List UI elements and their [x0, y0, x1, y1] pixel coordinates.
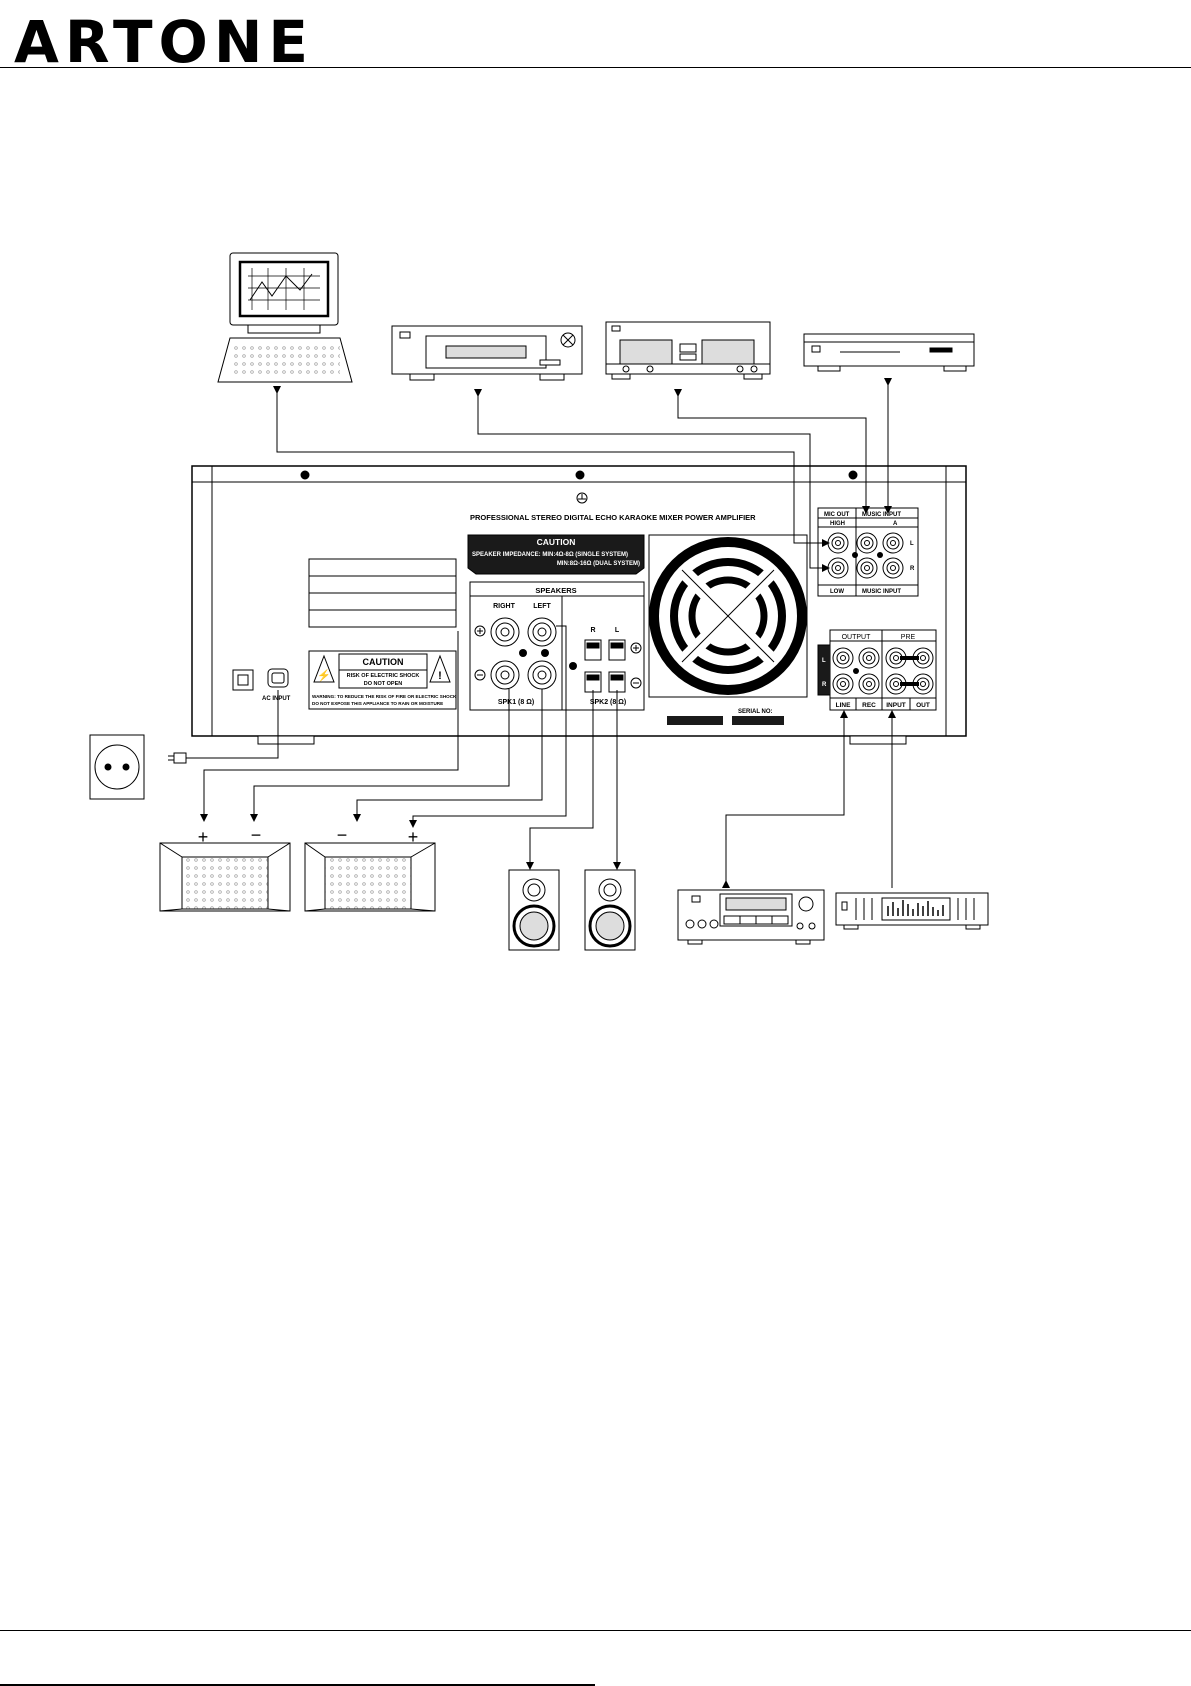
ac-input-label: AC INPUT	[262, 696, 291, 702]
left-speaker-minus: −	[251, 825, 262, 845]
caution-heading: CAUTION	[537, 537, 576, 547]
music-input-bottom-label: MUSIC INPUT	[862, 589, 901, 595]
line-label: LINE	[836, 702, 851, 709]
pre-input-r-jack[interactable]	[885, 673, 907, 695]
cooling-fan-grille	[648, 534, 808, 698]
mic-out-high-jack[interactable]	[827, 532, 849, 554]
power-plug-icon	[168, 752, 187, 764]
spk2-l-label: L	[615, 627, 620, 634]
spk1-right-minus-terminal[interactable]	[490, 660, 520, 690]
spk1-label: SPK1 (8 Ω)	[498, 699, 534, 706]
high-label: HIGH	[830, 521, 845, 527]
shock-caution-title: CAUTION	[363, 657, 404, 667]
right-speaker-plus: +	[408, 827, 419, 847]
spk2-r-plus-clip[interactable]	[584, 639, 602, 661]
ac-input-socket[interactable]	[267, 668, 289, 688]
artone-logo-text: ARTONE	[14, 10, 314, 70]
output-label: OUTPUT	[842, 634, 872, 641]
small-speaker-left	[584, 869, 636, 951]
spk2-l-minus-clip[interactable]	[608, 671, 626, 693]
computer-icon	[217, 252, 353, 383]
warning-line-2: DO NOT EXPOSE THIS APPLIANCE TO RAIN OR …	[312, 701, 443, 706]
output-pre-panel	[817, 629, 937, 711]
connection-lines	[186, 378, 896, 888]
rec-out-r-jack[interactable]	[858, 673, 880, 695]
mic-out-label: MIC OUT	[824, 512, 850, 518]
pre-label: PRE	[901, 634, 916, 641]
dvd-player-icon	[803, 333, 975, 372]
spk2-r-minus-clip[interactable]	[584, 671, 602, 693]
tape-deck-icon	[605, 321, 771, 380]
shock-line-1: RISK OF ELECTRIC SHOCK	[347, 673, 420, 679]
left-speaker-cabinet	[159, 842, 291, 912]
spk2-l-plus-clip[interactable]	[608, 639, 626, 661]
speakers-label: SPEAKERS	[535, 586, 576, 595]
right-label: RIGHT	[493, 603, 516, 610]
left-label: LEFT	[533, 603, 551, 610]
jack-l-label: L	[910, 541, 914, 547]
model-plate	[667, 716, 723, 725]
spk1-dot	[541, 649, 549, 657]
line-out-r-jack[interactable]	[832, 673, 854, 695]
recorder-icon	[677, 889, 825, 945]
mic-out-low-jack[interactable]	[827, 557, 849, 579]
left-speaker-plus: +	[198, 827, 209, 847]
exclamation-icon: !	[438, 670, 442, 682]
rec-label: REC	[862, 702, 876, 709]
music-input-a-r-jack[interactable]	[882, 557, 904, 579]
rec-out-l-jack[interactable]	[858, 647, 880, 669]
music-input-l-jack[interactable]	[856, 532, 878, 554]
wall-outlet-icon	[89, 734, 145, 800]
music-input-r-jack[interactable]	[856, 557, 878, 579]
equalizer-icon	[835, 892, 989, 930]
input-label: INPUT	[886, 702, 906, 709]
spk2-label: SPK2 (8 Ω)	[590, 699, 626, 706]
impedance-line-1: SPEAKER IMPEDANCE: MIN:4Ω-8Ω (SINGLE SYS…	[472, 552, 628, 558]
side-l-label: L	[822, 658, 826, 664]
spk2-dot	[569, 662, 577, 670]
warning-line-1: WARNING: TO REDUCE THE RISK OF FIRE OR E…	[312, 694, 457, 699]
low-label: LOW	[830, 589, 844, 595]
panel-title: PROFESSIONAL STEREO DIGITAL ECHO KARAOKE…	[470, 513, 756, 522]
right-speaker-minus: −	[337, 825, 348, 845]
spk1-left-minus-terminal[interactable]	[527, 660, 557, 690]
pre-out-l-jack[interactable]	[912, 647, 934, 669]
cd-player-icon	[391, 325, 583, 381]
shock-line-2: DO NOT OPEN	[364, 681, 403, 687]
footer-rule	[0, 1630, 1191, 1631]
shock-caution-label	[308, 650, 457, 710]
power-switch[interactable]	[232, 669, 254, 691]
rating-label	[308, 558, 457, 628]
side-r-label: R	[822, 682, 827, 688]
artone-logo: ARTONE	[14, 10, 314, 70]
spk1-right-plus-terminal[interactable]	[490, 617, 520, 647]
impedance-line-2: MIN:8Ω-16Ω (DUAL SYSTEM)	[557, 561, 640, 567]
spk1-left-plus-terminal[interactable]	[527, 617, 557, 647]
caution-banner: CAUTION SPEAKER IMPEDANCE: MIN:4Ω-8Ω (SI…	[467, 534, 645, 575]
speakers-section	[469, 581, 645, 711]
serial-plate	[732, 716, 784, 725]
lightning-icon: ⚡	[317, 669, 331, 682]
spk2-r-label: R	[590, 627, 595, 634]
spk1-dot	[519, 649, 527, 657]
a-label: A	[893, 521, 898, 527]
plus-minus-marks	[474, 625, 642, 689]
serial-label: SERIAL NO:	[738, 709, 773, 715]
small-speaker-right	[508, 869, 560, 951]
jack-r-label: R	[910, 566, 915, 572]
out-label: OUT	[916, 702, 930, 709]
right-speaker-cabinet	[304, 842, 436, 912]
line-out-l-jack[interactable]	[832, 647, 854, 669]
music-input-top-label: MUSIC INPUT	[862, 512, 901, 518]
header-rule	[0, 67, 1191, 68]
music-input-a-l-jack[interactable]	[882, 532, 904, 554]
